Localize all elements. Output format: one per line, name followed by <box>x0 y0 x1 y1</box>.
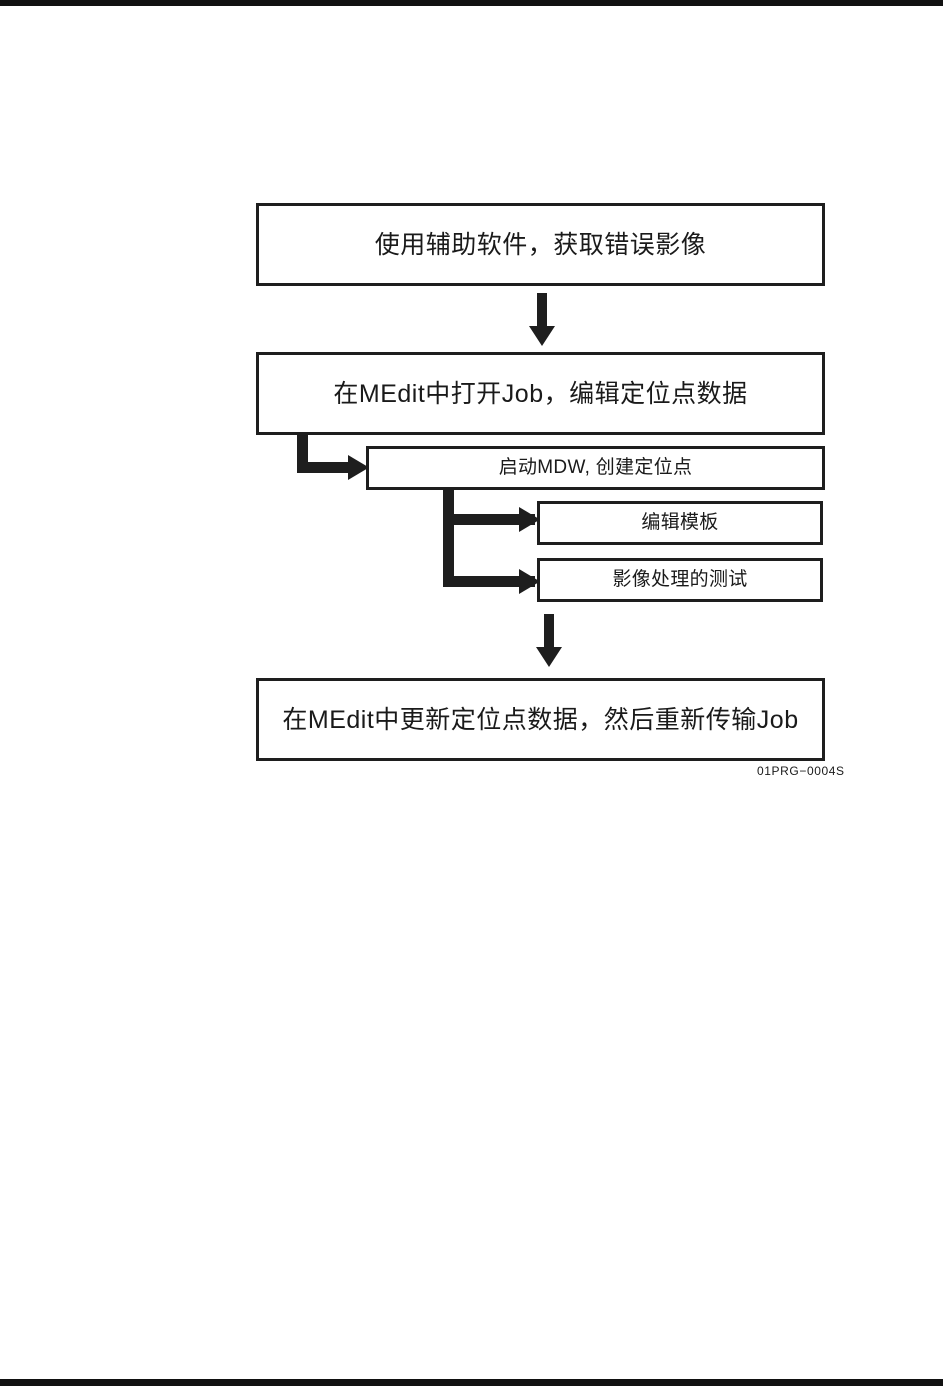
flow-node-label: 编辑模板 <box>641 511 719 533</box>
flow-node-launch-mdw-create-point[interactable]: 启动MDW, 创建定位点 <box>366 446 825 490</box>
arrow-head-node2-to-node3 <box>348 455 369 480</box>
flow-node-update-and-retransfer-job[interactable]: 在MEdit中更新定位点数据，然后重新传输Job <box>256 678 825 761</box>
flow-node-label: 在MEdit中打开Job，编辑定位点数据 <box>333 379 748 408</box>
arrow-down-node1-to-node2 <box>529 293 555 346</box>
flow-node-label: 启动MDW, 创建定位点 <box>498 456 693 478</box>
connector-vertical-node2-to-node3 <box>297 433 308 473</box>
connector-vertical-trunk-node3-branches <box>443 488 454 587</box>
connector-horizontal-node3-to-node4 <box>443 514 535 525</box>
connector-horizontal-node2-to-node3 <box>297 462 353 473</box>
connector-horizontal-node3-to-node5 <box>443 576 535 587</box>
scan-edge-bar-bottom <box>0 1379 943 1386</box>
arrow-down-branch-to-node6 <box>536 614 562 667</box>
arrow-head-node3-to-node4 <box>519 507 540 532</box>
flow-node-label: 使用辅助软件，获取错误影像 <box>374 230 707 259</box>
flow-node-edit-template[interactable]: 编辑模板 <box>537 501 823 545</box>
flow-node-acquire-error-image[interactable]: 使用辅助软件，获取错误影像 <box>256 203 825 286</box>
flow-node-open-job-in-medit[interactable]: 在MEdit中打开Job，编辑定位点数据 <box>256 352 825 435</box>
arrow-head-node3-to-node5 <box>519 569 540 594</box>
flow-node-label: 影像处理的测试 <box>612 568 748 590</box>
figure-reference-code: 01PRG−0004S <box>757 764 845 778</box>
flow-node-label: 在MEdit中更新定位点数据，然后重新传输Job <box>282 705 799 734</box>
scan-edge-bar-top <box>0 0 943 6</box>
flow-node-image-processing-test[interactable]: 影像处理的测试 <box>537 558 823 602</box>
